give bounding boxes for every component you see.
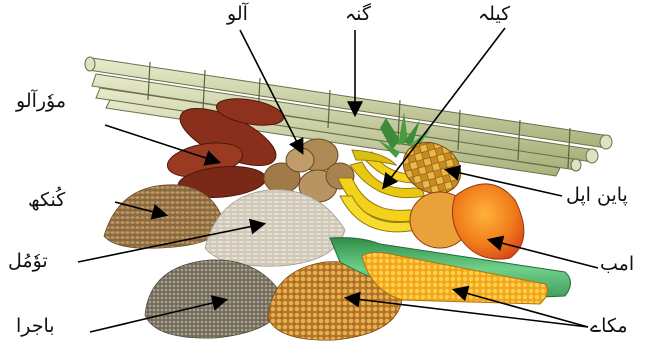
label-sugarcane: گنہ	[345, 5, 371, 24]
label-potato: آلو	[227, 5, 248, 24]
label-millet: باجرا	[16, 317, 55, 336]
label-mango: امب	[600, 255, 634, 274]
label-rice: توٗمُل	[8, 252, 48, 271]
label-banana: کیلہ	[478, 5, 510, 24]
label-maize: مکاے	[590, 317, 628, 336]
label-pineapple: پاین اپل	[566, 186, 628, 205]
label-sweet-potato: موٗرآلو	[16, 92, 66, 111]
sugarcane	[85, 57, 612, 176]
label-wheat: کُنکھ	[28, 191, 65, 210]
mangoes	[410, 184, 524, 259]
millet-pile	[145, 260, 285, 338]
